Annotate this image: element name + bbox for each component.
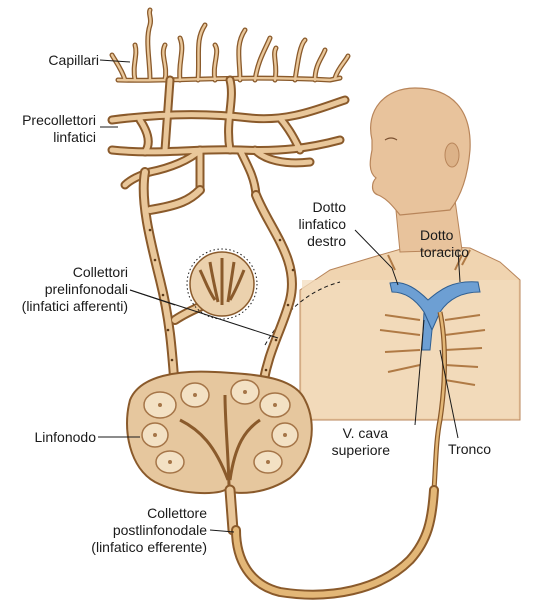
small-lymph-node (186, 248, 258, 320)
labels: Capillari Precollettori linfatici Collet… (22, 52, 492, 555)
afferent-collectors (138, 167, 297, 395)
label-dotto-toracico-1: Dotto (420, 227, 454, 243)
eye-shape (384, 137, 398, 141)
label-collettore-post-3: (linfatico efferente) (91, 539, 207, 555)
label-tronco: Tronco (448, 441, 491, 457)
label-collettori-3: (linfatici afferenti) (22, 298, 128, 314)
label-vcava-2: superiore (332, 442, 391, 458)
label-linfonodo: Linfonodo (34, 429, 96, 445)
node-speckle (153, 390, 287, 464)
node-medulla (179, 394, 261, 486)
efferent-vessel (224, 484, 439, 600)
main-lymph-node (126, 370, 313, 495)
label-vcava-1: V. cava (343, 425, 389, 441)
label-dotto-toracico-2: toracico (420, 244, 469, 260)
label-precollettori-1: Precollettori (22, 112, 96, 128)
label-precollettori-2: linfatici (53, 129, 96, 145)
label-dotto-destro-3: destro (307, 233, 346, 249)
label-dotto-destro-1: Dotto (313, 199, 347, 215)
ear-shape (444, 142, 460, 168)
chest-lymph-branches (379, 249, 486, 386)
label-collettore-post-1: Collettore (147, 505, 207, 521)
valve-dots (148, 228, 295, 372)
head-shape (369, 87, 471, 216)
label-dotto-destro-2: linfatico (299, 216, 347, 232)
chest-cutout (302, 280, 518, 418)
label-collettore-post-2: postlinfonodale (113, 522, 207, 538)
label-capillari: Capillari (48, 52, 99, 68)
label-collettori-1: Collettori (73, 264, 128, 280)
precollectors (107, 75, 350, 200)
subclavian-veins (389, 281, 481, 332)
label-collettori-2: prelinfonodali (45, 281, 128, 297)
capillaries (109, 7, 351, 83)
thoracic-duct-system (379, 249, 486, 491)
leader-lines (98, 59, 461, 533)
